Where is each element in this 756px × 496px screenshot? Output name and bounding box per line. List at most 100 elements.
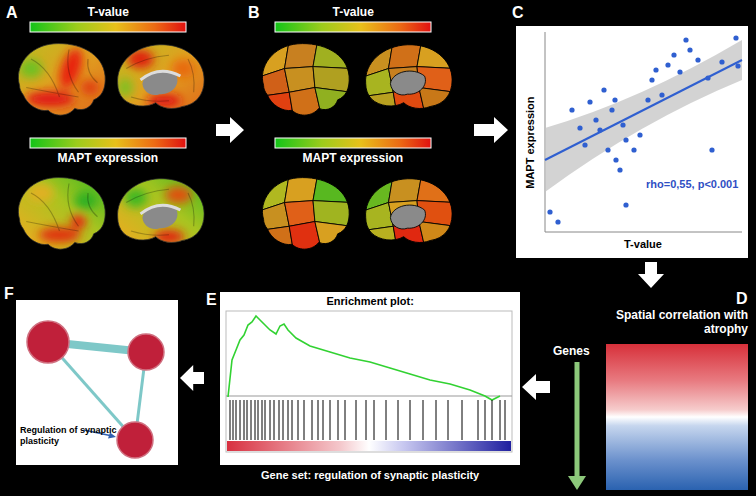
colorbar	[30, 22, 186, 32]
figure-circle	[683, 37, 688, 42]
figure-path	[390, 71, 425, 95]
figure-path	[389, 40, 422, 69]
panel-letter: B	[248, 3, 260, 22]
figure-circle	[719, 59, 724, 64]
figure-circle	[677, 69, 682, 74]
confidence-band	[545, 40, 742, 192]
figure-panel: CMAPT expressionT-valuerho=0,55, p<0.001	[508, 0, 752, 262]
axis-label: Genes	[553, 344, 590, 358]
figure-circle	[659, 92, 664, 97]
gene-set-label: Gene set: regulation of synaptic plastic…	[261, 469, 479, 482]
figure-path	[417, 40, 455, 69]
figure-path	[18, 44, 105, 116]
figure-circle	[653, 67, 658, 72]
regression-line	[545, 60, 742, 160]
figure-circle	[617, 167, 622, 172]
figure-ellipse	[75, 191, 98, 210]
figure-path	[390, 205, 425, 229]
scatter-points	[547, 35, 740, 224]
figure-path	[389, 174, 422, 203]
figure-g	[360, 40, 455, 121]
colorbar	[275, 138, 431, 148]
figure-panel: E Enrichment plot: Gene set: regulation of…	[204, 288, 522, 486]
flow-arrow	[180, 365, 204, 391]
brain-surface	[112, 174, 207, 255]
figure-path	[360, 92, 398, 121]
figure-g	[256, 174, 351, 255]
figure-circle	[735, 63, 740, 68]
figure-circle	[569, 107, 574, 112]
figure-circle	[582, 142, 587, 147]
figure-circle	[709, 147, 714, 152]
flow-arrow	[474, 117, 508, 143]
figure-path	[256, 226, 294, 255]
figure-path	[126, 189, 194, 235]
panel-letter: D	[736, 289, 748, 308]
figure-path	[366, 45, 453, 109]
figure-ellipse	[25, 91, 74, 106]
figure-path	[366, 179, 453, 243]
figure-panel: B T-valueMAPT expression	[244, 0, 474, 260]
figure-circle	[631, 147, 636, 152]
stat-annotation: rho=0,55, p<0.001	[646, 178, 738, 191]
flow-arrow	[216, 117, 244, 143]
parcellated-brain	[360, 174, 455, 255]
figure-g	[118, 50, 195, 108]
figure-g	[27, 184, 97, 243]
figure-circle	[637, 132, 642, 137]
brain-surface	[112, 40, 207, 121]
colorbar-label: T-value	[88, 5, 129, 19]
figure-g	[112, 174, 207, 255]
figure-circle	[665, 62, 670, 67]
panel-letter: F	[4, 284, 14, 303]
figure-g	[12, 174, 107, 255]
colorbar-label: T-value	[333, 5, 374, 19]
colorbar	[30, 138, 186, 148]
figure-circle	[623, 202, 628, 207]
figure-path	[26, 184, 97, 232]
figure-circle	[687, 47, 692, 52]
figure-circle	[612, 97, 617, 102]
brain-surface	[12, 40, 107, 121]
figure-path	[262, 44, 349, 116]
figure-circle	[623, 137, 628, 142]
brain-surface	[12, 174, 107, 255]
plot-title: Enrichment plot:	[327, 295, 414, 308]
figure-path	[118, 179, 205, 243]
flow-arrow	[522, 374, 550, 400]
figure-ellipse	[165, 186, 192, 203]
figure-rect	[12, 40, 107, 121]
figure-g	[360, 174, 455, 255]
figure-circle	[645, 97, 650, 102]
plot-axes	[545, 32, 742, 232]
figure-g	[256, 40, 351, 121]
figure-g	[12, 40, 107, 121]
figure-path	[417, 174, 455, 203]
panel-letter: A	[6, 3, 18, 22]
enrichment-curve	[228, 316, 500, 400]
figure-rect	[112, 174, 207, 255]
figure-g	[112, 40, 207, 121]
figure-path	[118, 45, 205, 109]
figure-circle	[593, 117, 598, 122]
figure-path	[141, 71, 181, 80]
colorbar	[275, 22, 431, 32]
figure-circle	[671, 52, 676, 57]
panel-letter: C	[512, 3, 524, 22]
panel-title: Spatial correlation with atrophy	[614, 308, 748, 337]
colorbar-label: MAPT expression	[303, 151, 404, 165]
gene-rank-arrowhead	[568, 476, 586, 490]
colorbar-label: MAPT expression	[58, 151, 159, 165]
gene-rank-arrow	[575, 362, 580, 477]
parcellated-brain	[256, 174, 351, 255]
network-node	[117, 422, 153, 458]
callout-label: Regulation of synaptic plasticity	[20, 425, 120, 447]
figure-circle	[705, 75, 710, 80]
figure-circle	[613, 157, 618, 162]
panel-letter: E	[206, 290, 217, 309]
figure-ellipse	[71, 214, 86, 229]
flow-arrow	[638, 262, 664, 288]
ranked-list-bar	[227, 441, 511, 451]
figure-rect	[112, 40, 207, 121]
